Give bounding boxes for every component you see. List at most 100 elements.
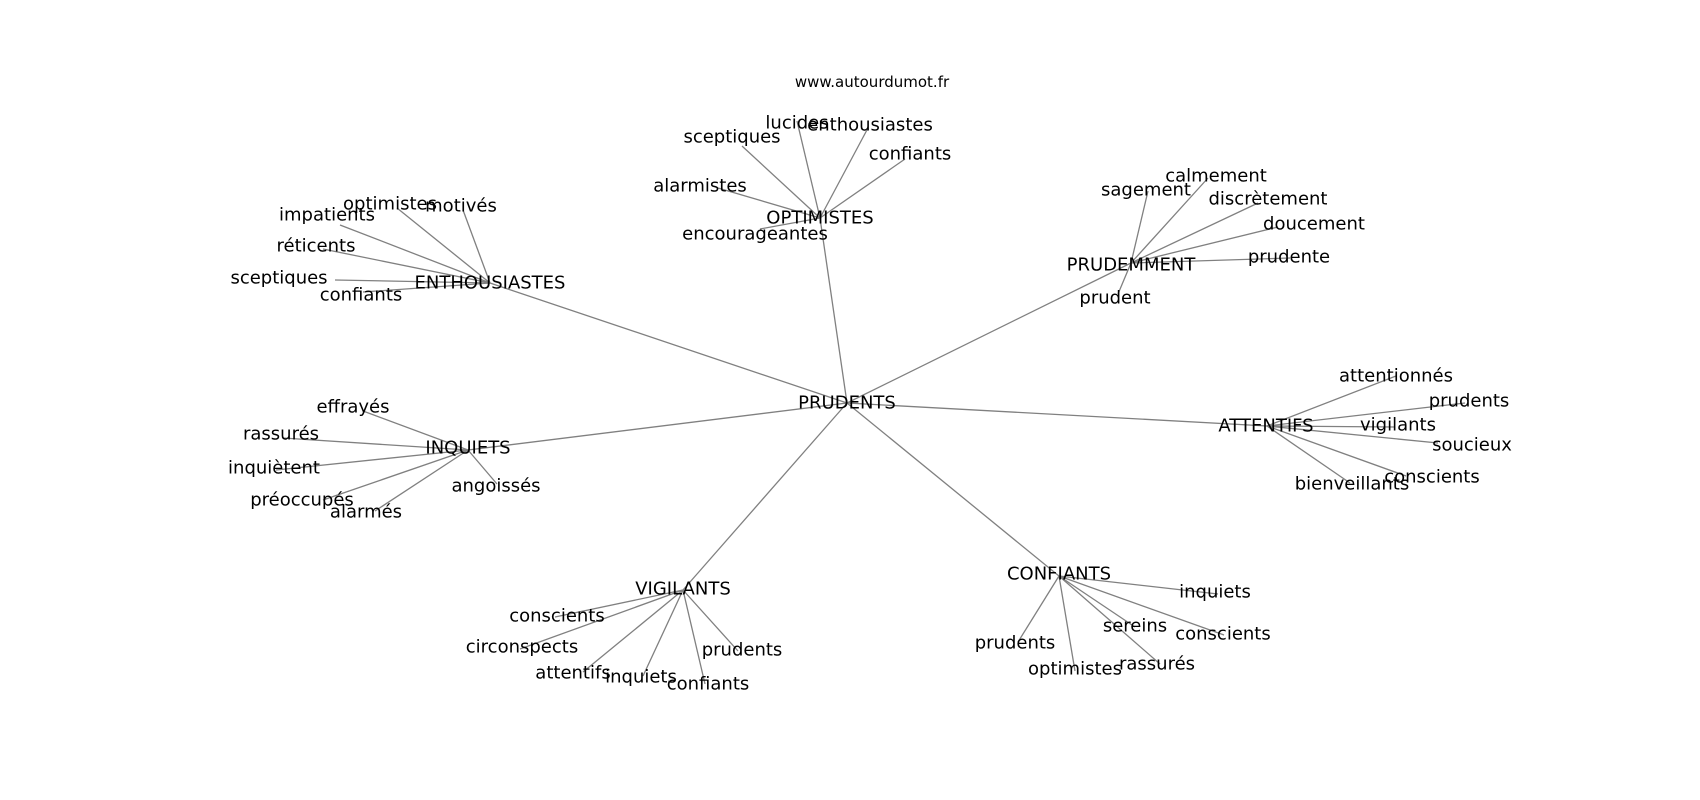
leaf-node-label[interactable]: attentifs	[535, 663, 610, 684]
leaf-node-label[interactable]: encourageantes	[682, 224, 828, 245]
leaf-node-label[interactable]: sereins	[1103, 616, 1167, 637]
leaf-node-label[interactable]: doucement	[1263, 214, 1365, 235]
edge-inquiets-leaf	[275, 449, 469, 471]
edge-prudemment-leaf	[1130, 226, 1279, 264]
leaf-node-label[interactable]: prudents	[975, 633, 1056, 654]
site-watermark: www.autourdumot.fr	[795, 73, 950, 91]
edge-enthousiastes-leaf	[396, 207, 491, 284]
leaf-node-label[interactable]: vigilants	[1360, 415, 1436, 436]
leaf-node-label[interactable]: optimistes	[343, 194, 437, 215]
edge-inquiets-leaf	[282, 437, 469, 451]
leaf-node-label[interactable]: alarmés	[330, 502, 402, 523]
leaf-node-label[interactable]: prudente	[1248, 247, 1330, 268]
edge-root-to-confiants	[846, 402, 1060, 577]
leaf-node-label[interactable]: prudents	[1429, 391, 1510, 412]
leaf-node-label[interactable]: bienveillants	[1295, 474, 1410, 495]
edge-inquiets-leaf	[467, 449, 498, 485]
edge-enthousiastes-leaf	[339, 224, 491, 284]
leaf-node-label[interactable]: lucides	[765, 113, 828, 134]
edge-vigilants-leaf	[642, 589, 684, 677]
cluster-node-label[interactable]: ATTENTIFS	[1218, 416, 1313, 437]
leaf-node-label[interactable]: optimistes	[1028, 659, 1122, 680]
edge-enthousiastes-leaf	[462, 209, 491, 284]
edge-vigilants-leaf	[554, 589, 684, 618]
root-node-label[interactable]: PRUDENTS	[798, 393, 896, 414]
edge-prudemment-leaf	[1130, 190, 1149, 264]
edge-enthousiastes-leaf	[322, 248, 491, 284]
edge-prudemment-leaf	[1130, 257, 1291, 264]
edge-root-to-prudemment	[846, 262, 1132, 404]
edge-vigilants-leaf	[682, 589, 706, 685]
cluster-node-label[interactable]: ENTHOUSIASTES	[415, 273, 566, 294]
edge-root-to-enthousiastes	[489, 282, 848, 404]
leaf-node-label[interactable]: inquiets	[1179, 582, 1251, 603]
cluster-node-label[interactable]: VIGILANTS	[635, 579, 731, 600]
edge-optimistes-leaf	[759, 217, 821, 230]
leaf-node-label[interactable]: soucieux	[1432, 435, 1512, 456]
leaf-node-label[interactable]: impatients	[279, 205, 375, 226]
leaf-node-label[interactable]: sceptiques	[230, 268, 327, 289]
leaf-node-label[interactable]: alarmistes	[653, 176, 747, 197]
leaf-node-label[interactable]: confiants	[667, 674, 750, 695]
leaf-node-label[interactable]: calmement	[1165, 166, 1267, 187]
leaf-node-label[interactable]: circonspects	[466, 637, 578, 658]
leaf-node-label[interactable]: effrayés	[316, 397, 389, 418]
edge-root-to-vigilants	[682, 402, 848, 591]
leaf-node-label[interactable]: conscients	[1384, 467, 1480, 488]
cluster-node-label[interactable]: CONFIANTS	[1007, 564, 1111, 585]
edge-attentifs-leaf	[1266, 425, 1407, 477]
leaf-node-label[interactable]: prudent	[1079, 288, 1150, 309]
cluster-node-label[interactable]: OPTIMISTES	[766, 208, 873, 229]
leaf-node-label[interactable]: rassurés	[1119, 654, 1195, 675]
edge-confiants-leaf	[1017, 575, 1060, 643]
edge-confiants-leaf	[1058, 575, 1161, 665]
edge-confiants-leaf	[1058, 575, 1076, 672]
leaf-node-label[interactable]: discrètement	[1209, 189, 1328, 210]
edge-inquiets-leaf	[362, 410, 469, 451]
edge-vigilants-leaf	[519, 589, 684, 650]
leaf-node-label[interactable]: motivés	[425, 196, 497, 217]
edge-prudemment-leaf	[1130, 177, 1209, 264]
edge-attentifs-leaf	[1266, 425, 1439, 444]
leaf-node-label[interactable]: conscients	[509, 606, 605, 627]
graph-edges	[275, 120, 1466, 685]
leaf-node-label[interactable]: préoccupés	[250, 490, 354, 511]
edge-inquiets-leaf	[322, 449, 469, 501]
edge-vigilants-leaf	[682, 589, 739, 652]
leaf-node-label[interactable]: prudents	[702, 640, 783, 661]
edge-prudemment-leaf	[1117, 262, 1132, 295]
edge-vigilants-leaf	[582, 589, 684, 673]
edge-attentifs-leaf	[1266, 425, 1396, 428]
edge-confiants-leaf	[1058, 575, 1225, 636]
leaf-node-label[interactable]: conscients	[1175, 624, 1271, 645]
leaf-node-label[interactable]: angoissés	[451, 476, 540, 497]
cluster-node-label[interactable]: PRUDEMMENT	[1067, 255, 1197, 276]
leaf-node-label[interactable]: rassurés	[243, 424, 319, 445]
edge-enthousiastes-leaf	[334, 279, 491, 284]
edge-attentifs-leaf	[1266, 375, 1397, 427]
edge-root-to-attentifs	[846, 402, 1268, 427]
edge-optimistes-leaf	[796, 120, 821, 219]
leaf-node-label[interactable]: confiants	[869, 144, 952, 165]
leaf-node-label[interactable]: attentionnés	[1339, 366, 1453, 387]
leaf-node-label[interactable]: inquiètent	[228, 458, 320, 479]
edge-inquiets-leaf	[374, 449, 469, 512]
leaf-node-label[interactable]: enthousiastes	[807, 115, 933, 136]
edge-attentifs-leaf	[1266, 425, 1351, 484]
leaf-node-label[interactable]: sceptiques	[683, 127, 780, 148]
edge-optimistes-leaf	[819, 158, 906, 219]
edge-optimistes-leaf	[819, 127, 869, 219]
edge-prudemment-leaf	[1130, 202, 1259, 264]
leaf-node-label[interactable]: réticents	[277, 236, 356, 257]
leaf-node-label[interactable]: sagement	[1101, 180, 1191, 201]
edge-confiants-leaf	[1058, 575, 1136, 628]
cluster-node-label[interactable]: INQUIETS	[425, 438, 510, 459]
edge-root-to-optimistes	[819, 217, 848, 404]
edge-confiants-leaf	[1058, 575, 1219, 595]
edge-enthousiastes-leaf	[362, 282, 491, 293]
edge-attentifs-leaf	[1266, 402, 1466, 427]
leaf-node-label[interactable]: confiants	[320, 285, 403, 306]
leaf-node-label[interactable]: inquiets	[605, 667, 677, 688]
